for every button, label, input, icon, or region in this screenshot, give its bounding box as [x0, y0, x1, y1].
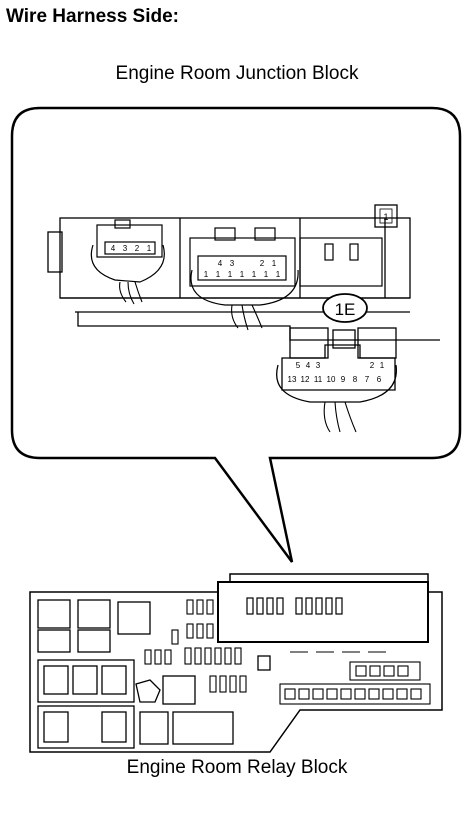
connector-id: 1E	[335, 300, 356, 319]
relay-fuses	[144, 599, 386, 693]
left-harness	[90, 244, 165, 283]
pin-label: 10	[327, 375, 336, 384]
marker-label: 1	[383, 212, 388, 222]
center-harness	[190, 269, 299, 306]
pin-label: 2	[135, 244, 140, 253]
callout-harness-wires	[323, 401, 357, 433]
pin-label: 1	[276, 270, 281, 279]
marker-box	[374, 204, 398, 228]
relay-components	[37, 599, 271, 749]
pin-label: 11	[314, 375, 323, 384]
pin-label: 3	[316, 361, 321, 370]
center-connector	[189, 227, 296, 287]
connector-id-ring	[322, 293, 368, 323]
page-title: Wire Harness Side:	[6, 6, 180, 27]
junction-block-label: Engine Room Junction Block	[115, 63, 359, 84]
pin-label: 3	[230, 259, 235, 268]
junction-block-body	[47, 217, 440, 341]
pin-label: 4	[218, 259, 223, 268]
left-connector-pins: 4 3 2 1	[111, 244, 152, 253]
pin-label: 1	[216, 270, 221, 279]
pin-label: 12	[301, 375, 310, 384]
pin-label: 1	[272, 259, 277, 268]
pin-label: 1	[252, 270, 257, 279]
pin-label: 6	[377, 375, 382, 384]
pin-label: 1	[380, 361, 385, 370]
pin-label: 13	[288, 375, 297, 384]
pin-label: 1	[240, 270, 245, 279]
pin-label: 2	[260, 259, 265, 268]
pin-label: 2	[370, 361, 375, 370]
pin-label: 9	[341, 375, 346, 384]
pin-label: 4	[306, 361, 311, 370]
relay-connector-pins	[246, 597, 343, 615]
relay-block-outline	[29, 573, 443, 753]
right-connector	[299, 237, 383, 287]
relay-connector	[217, 581, 429, 643]
pin-label: 1	[147, 244, 152, 253]
left-connector	[96, 219, 163, 258]
callout-bubble	[10, 106, 462, 563]
pin-label: 1	[204, 270, 209, 279]
relay-block-label: Engine Room Relay Block	[126, 757, 348, 778]
pin-label: 5	[296, 361, 301, 370]
pin-label: 8	[353, 375, 358, 384]
pin-label: 1	[264, 270, 269, 279]
relay-fuse-strip	[279, 661, 431, 705]
pin-label: 7	[365, 375, 370, 384]
pin-label: 4	[111, 244, 116, 253]
pin-label: 3	[123, 244, 128, 253]
pin-label: 1	[228, 270, 233, 279]
